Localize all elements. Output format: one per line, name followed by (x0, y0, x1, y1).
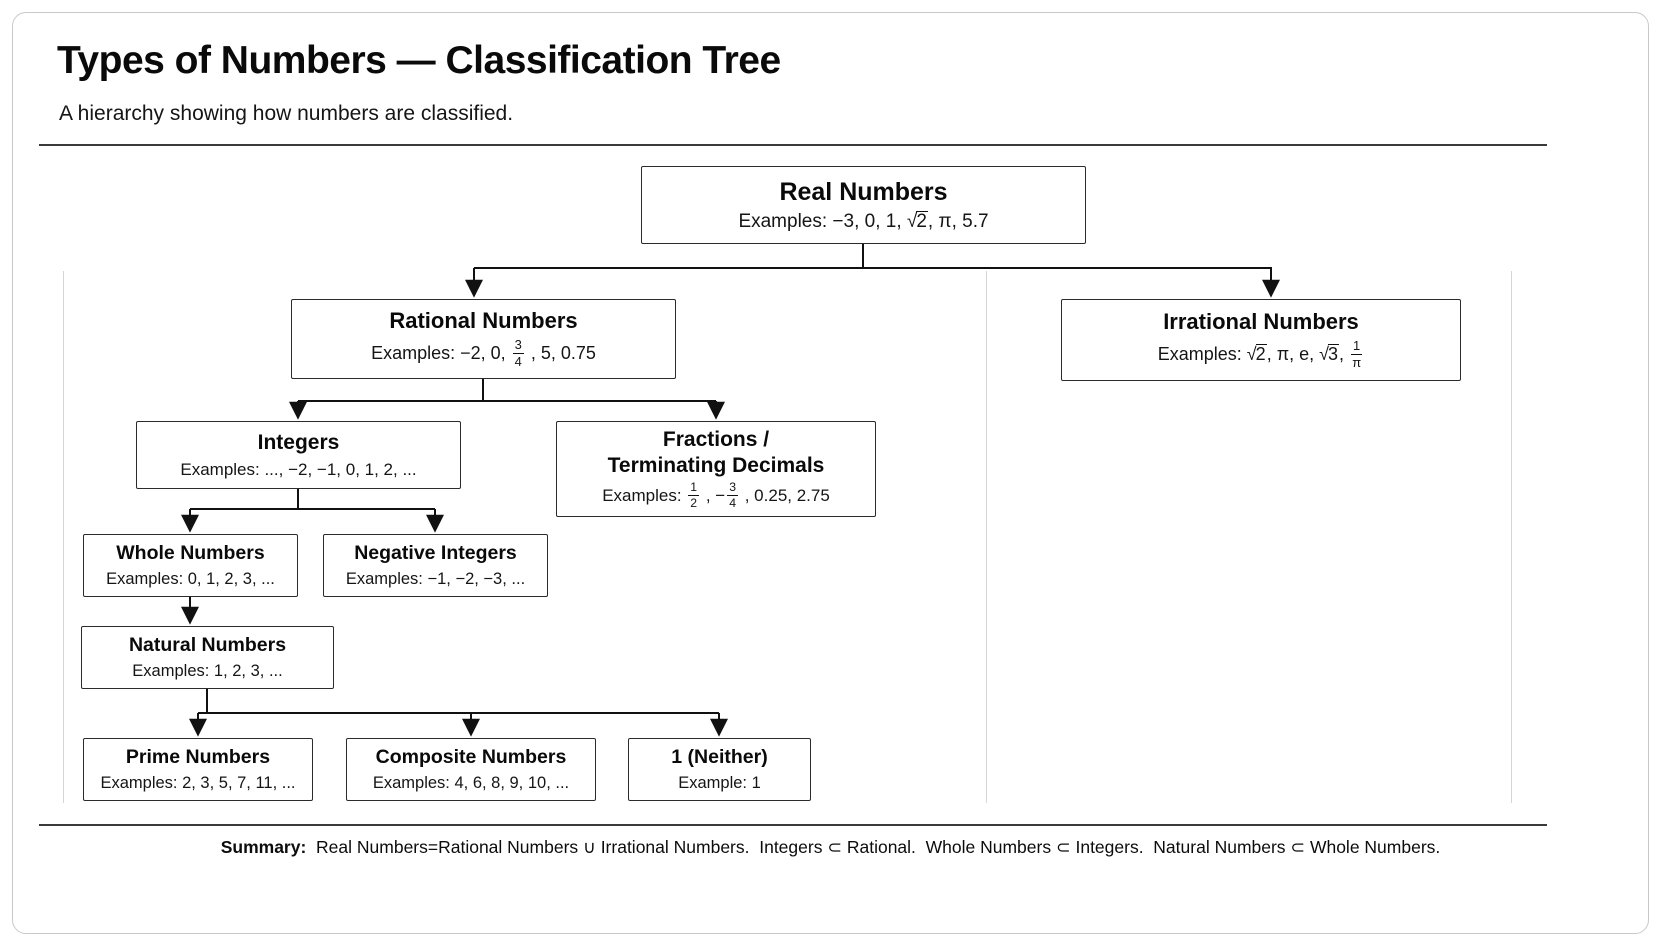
diagram-card: Types of Numbers — Classification Tree A… (12, 12, 1649, 934)
node-irrational-numbers: Irrational Numbers Examples: √2, π, e, √… (1061, 299, 1461, 381)
node-composite-numbers: Composite Numbers Examples: 4, 6, 8, 9, … (346, 738, 596, 801)
square-root: √3 (1319, 344, 1340, 365)
node-title-composite: Composite Numbers (375, 746, 567, 769)
summary-label: Summary: (220, 837, 307, 857)
node-integers: Integers Examples: ..., −2, −1, 0, 1, 2,… (136, 421, 461, 489)
column-separator-middle (986, 271, 987, 803)
node-fractions-terminating-decimals: Fractions / Terminating Decimals Example… (556, 421, 876, 517)
bottom-divider (39, 824, 1547, 826)
node-title-real: Real Numbers (779, 177, 948, 206)
node-real-numbers: Real Numbers Examples: −3, 0, 1, √2, π, … (641, 166, 1086, 244)
node-title-negative: Negative Integers (354, 542, 517, 565)
node-natural-numbers: Natural Numbers Examples: 1, 2, 3, ... (81, 626, 334, 689)
node-title-integers: Integers (257, 431, 340, 455)
node-whole-numbers: Whole Numbers Examples: 0, 1, 2, 3, ... (83, 534, 298, 597)
node-examples-natural: Examples: 1, 2, 3, ... (132, 661, 283, 680)
node-title-rational: Rational Numbers (389, 308, 578, 334)
node-title-whole: Whole Numbers (116, 542, 265, 565)
node-title-natural: Natural Numbers (128, 634, 287, 657)
column-separator-right (1511, 271, 1512, 803)
square-root: √2 (906, 211, 928, 233)
top-divider (39, 144, 1547, 146)
page-title: Types of Numbers — Classification Tree (57, 39, 781, 82)
node-examples-integers: Examples: ..., −2, −1, 0, 1, 2, ... (180, 459, 417, 479)
node-negative-integers: Negative Integers Examples: −1, −2, −3, … (323, 534, 548, 597)
node-one-neither: 1 (Neither) Example: 1 (628, 738, 811, 801)
column-separator-left (63, 271, 64, 803)
node-examples-negative: Examples: −1, −2, −3, ... (345, 569, 526, 588)
summary-line: Summary: Real Numbers=Rational Numbers ∪… (13, 837, 1648, 858)
page-subtitle: A hierarchy showing how numbers are clas… (59, 102, 514, 125)
node-examples-composite: Examples: 4, 6, 8, 9, 10, ... (372, 773, 570, 792)
summary-text: Real Numbers=Rational Numbers ∪ Irration… (306, 837, 1441, 857)
node-title-fractions: Fractions / Terminating Decimals (607, 428, 825, 477)
node-title-neither: 1 (Neither) (671, 746, 768, 769)
node-title-prime: Prime Numbers (125, 746, 271, 769)
node-prime-numbers: Prime Numbers Examples: 2, 3, 5, 7, 11, … (83, 738, 313, 801)
node-examples-whole: Examples: 0, 1, 2, 3, ... (106, 569, 275, 588)
square-root: √2 (1246, 344, 1267, 365)
node-examples-neither: Example: 1 (678, 773, 761, 792)
node-examples-real: Examples: −3, 0, 1, √2, π, 5.7 (738, 211, 989, 233)
node-examples-prime: Examples: 2, 3, 5, 7, 11, ... (100, 773, 296, 792)
node-title-irrational: Irrational Numbers (1163, 309, 1359, 335)
